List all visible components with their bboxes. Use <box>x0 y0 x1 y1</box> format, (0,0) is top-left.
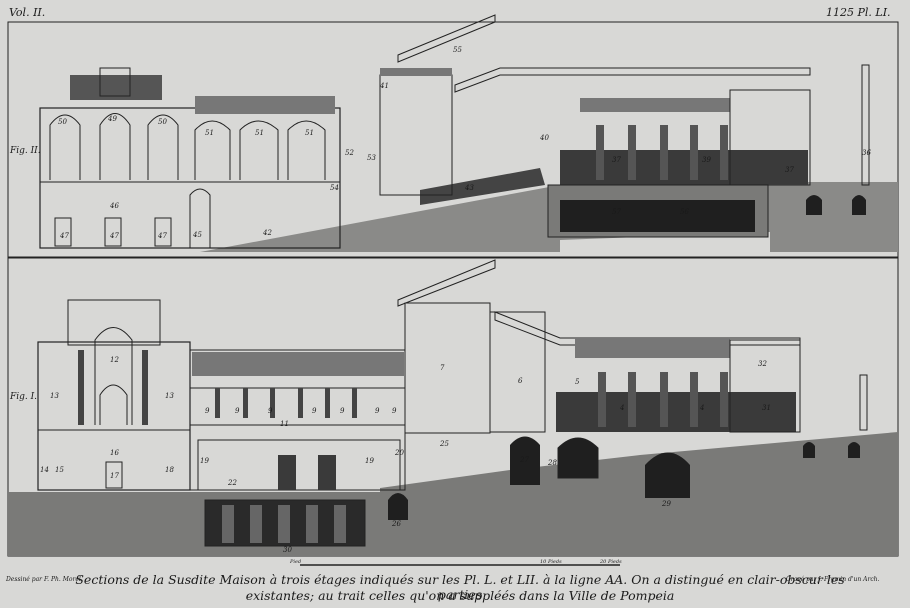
svg-text:15: 15 <box>55 466 64 474</box>
svg-text:32: 32 <box>758 360 767 368</box>
svg-text:31: 31 <box>762 404 771 412</box>
svg-text:50: 50 <box>58 118 67 126</box>
plate-caption-line2: existantes; au trait celles qu'on a supp… <box>245 588 675 603</box>
svg-text:19: 19 <box>365 457 374 465</box>
fig1-ground <box>8 492 898 556</box>
svg-text:43: 43 <box>464 184 474 192</box>
fig2-tower-roof <box>70 75 162 100</box>
svg-text:46: 46 <box>109 202 119 210</box>
svg-text:14: 14 <box>40 466 49 474</box>
svg-text:9: 9 <box>392 407 397 415</box>
figure-2-label: Fig. II. <box>10 146 41 156</box>
svg-text:30: 30 <box>283 546 292 554</box>
engraved-by-credit: Gravé par J. Fremin d'un Arch. <box>786 576 880 583</box>
svg-text:40: 40 <box>539 134 549 142</box>
svg-text:53: 53 <box>367 154 376 162</box>
svg-text:51: 51 <box>305 129 314 137</box>
svg-text:28: 28 <box>547 459 557 467</box>
svg-text:26: 26 <box>391 520 401 528</box>
fig2-section: 50 49 50 51 51 51 52 53 54 55 40 41 42 4… <box>39 14 898 252</box>
svg-text:9: 9 <box>340 407 345 415</box>
svg-text:39: 39 <box>702 156 711 164</box>
svg-text:42: 42 <box>262 229 272 237</box>
svg-text:36: 36 <box>862 149 871 157</box>
svg-text:13: 13 <box>165 392 174 400</box>
svg-text:16: 16 <box>110 449 119 457</box>
svg-text:45: 45 <box>192 231 202 239</box>
svg-text:19: 19 <box>200 457 209 465</box>
fig2-ground-right <box>770 182 898 252</box>
scale-label-left: Pied <box>289 559 301 565</box>
svg-text:9: 9 <box>205 407 210 415</box>
svg-text:20: 20 <box>394 449 404 457</box>
svg-text:22: 22 <box>227 479 237 487</box>
svg-text:27: 27 <box>519 456 529 464</box>
svg-text:47: 47 <box>109 232 119 240</box>
svg-text:9: 9 <box>235 407 240 415</box>
fig1-peristyle-roof <box>575 338 730 358</box>
svg-text:47: 47 <box>157 232 167 240</box>
scale-label-mid: 10 Pieds <box>540 559 562 565</box>
svg-text:37: 37 <box>785 166 794 174</box>
svg-text:17: 17 <box>110 472 119 480</box>
fig2-peristyle-roof <box>580 98 730 112</box>
figure-1-label: Fig. I. <box>10 392 38 402</box>
drawn-by-credit: Dessiné par F. Ph. Morel <box>6 576 81 583</box>
fig2-rubble <box>420 168 545 205</box>
svg-text:51: 51 <box>255 129 264 137</box>
fig1-section: Pied 10 Pieds 20 Pieds 12 13 13 9 9 9 9 … <box>8 259 898 566</box>
svg-text:11: 11 <box>280 420 289 428</box>
svg-text:54: 54 <box>330 184 339 192</box>
plate-number: 1125 Pl. LI. <box>826 6 891 19</box>
svg-text:41: 41 <box>379 82 389 90</box>
fig1-tile-roof <box>192 352 404 376</box>
fig2-frame <box>7 21 899 258</box>
svg-text:12: 12 <box>110 356 119 364</box>
plate-caption-line1: Sections de la Susdite Maison à trois ét… <box>75 572 845 602</box>
scale-label-right: 20 Pieds <box>599 559 622 565</box>
svg-text:29: 29 <box>661 500 671 508</box>
svg-text:7: 7 <box>440 364 445 372</box>
svg-text:9: 9 <box>268 407 273 415</box>
svg-text:5: 5 <box>575 378 580 386</box>
svg-text:47: 47 <box>59 232 69 240</box>
svg-text:37: 37 <box>612 156 621 164</box>
svg-text:50: 50 <box>158 118 167 126</box>
svg-text:18: 18 <box>165 466 174 474</box>
fig1-garden-mass <box>556 392 796 432</box>
svg-text:13: 13 <box>50 392 59 400</box>
svg-text:57: 57 <box>612 208 621 216</box>
svg-text:25: 25 <box>439 440 449 448</box>
svg-text:55: 55 <box>453 46 462 54</box>
svg-text:52: 52 <box>345 149 354 157</box>
svg-text:9: 9 <box>375 407 380 415</box>
svg-text:6: 6 <box>518 377 523 385</box>
volume-label: Vol. II. <box>9 6 46 19</box>
svg-text:9: 9 <box>312 407 317 415</box>
svg-text:4: 4 <box>619 404 624 412</box>
svg-text:49: 49 <box>107 115 117 123</box>
fig2-tile-roof <box>195 96 335 114</box>
svg-text:4: 4 <box>699 404 704 412</box>
svg-text:51: 51 <box>205 129 214 137</box>
svg-text:56: 56 <box>680 208 689 216</box>
